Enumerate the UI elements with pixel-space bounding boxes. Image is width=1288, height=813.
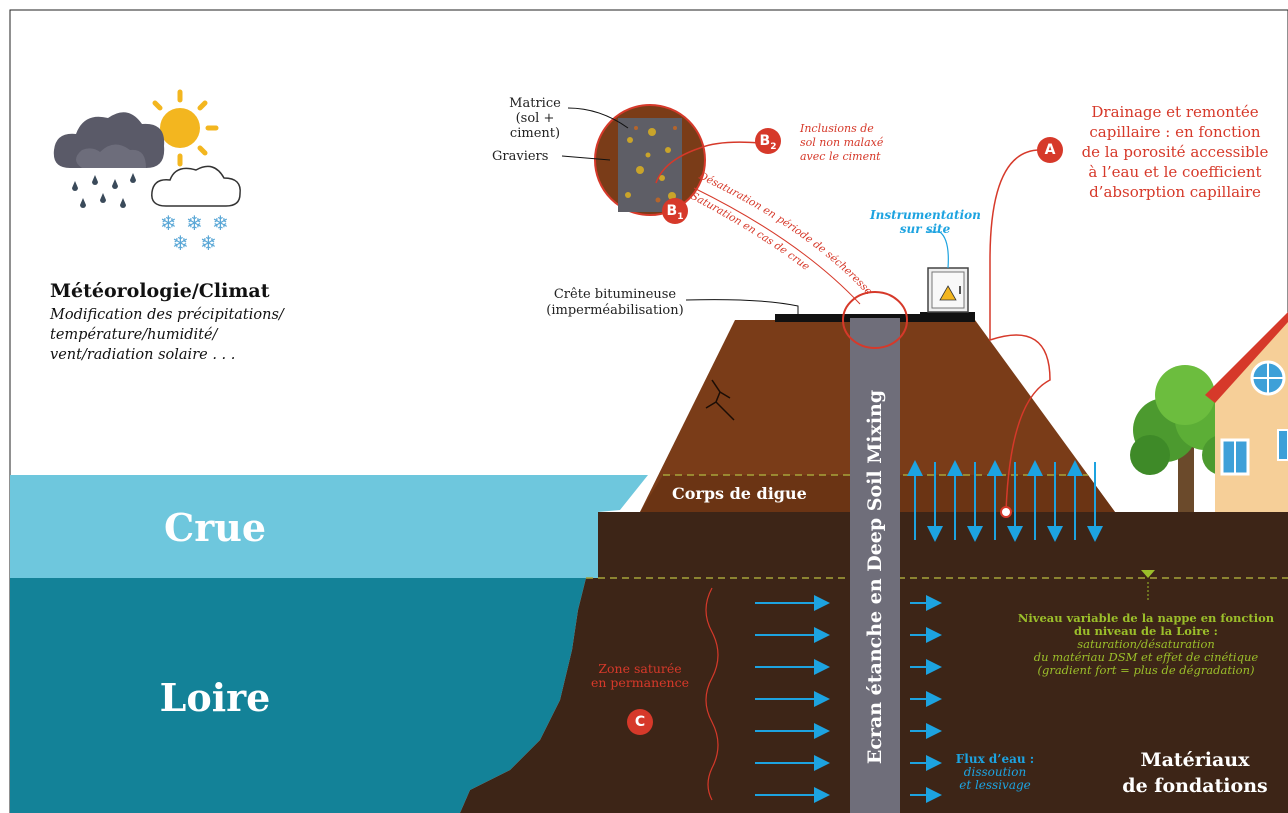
flow-detail-line1: dissoution: [963, 765, 1027, 779]
matrix-label: Matrice (sol + ciment): [490, 96, 580, 141]
c-marker: C: [627, 709, 653, 735]
snow-cloud-icon: ❄❄❄ ❄❄: [151, 165, 241, 255]
b2-marker: B2: [755, 128, 781, 154]
cutoff-wall-label: Ecran étanche en Deep Soil Mixing: [860, 352, 890, 802]
gravel-leader: [561, 155, 611, 161]
b2-text-line3: avec le ciment: [800, 150, 881, 163]
instrumentation-leader: [926, 231, 949, 269]
foundation-label: Matériaux de fondations: [1105, 747, 1285, 799]
flow-detail-line2: et lessivage: [959, 778, 1031, 792]
frame-border: [9, 9, 1288, 813]
svg-text:❄: ❄: [172, 231, 189, 255]
a-leader: [989, 149, 1051, 513]
b2-text-line1: Inclusions de: [800, 122, 874, 135]
weather-description: Modification des précipitations/ tempéra…: [50, 307, 284, 363]
crest-label-line1: Crête bitumineuse: [553, 287, 677, 302]
sample-magnifier: [594, 104, 706, 216]
c-text: Zone saturée en permanence: [585, 662, 695, 690]
b1-marker-letter: B: [666, 203, 678, 219]
a-text: Drainage et remontée capillaire : en fon…: [1081, 103, 1269, 201]
matrix-label-line1: Matrice: [509, 96, 561, 111]
sun-icon: [141, 89, 219, 167]
flow-title: Flux d’eau :: [955, 752, 1035, 766]
water-table-detail-line2: du matériau DSM et effet de cinétique: [1033, 650, 1259, 664]
crack-icon: [705, 379, 735, 421]
b2-text: Inclusions de sol non malaxé avec le cim…: [800, 122, 900, 164]
water-table-detail-line3: (gradient fort = plus de dégradation): [1037, 663, 1255, 677]
flow-arrows: [755, 595, 942, 803]
svg-text:❄: ❄: [200, 231, 217, 255]
cutoff-wall-label-text: Ecran étanche en Deep Soil Mixing: [864, 389, 886, 765]
b1-marker: B1: [662, 198, 688, 224]
saturated-zone-line: [705, 587, 719, 801]
b2-marker-letter: B: [759, 133, 771, 149]
matrix-leader: [567, 107, 629, 129]
capillary-arrows: [907, 460, 1103, 542]
c-text-line1: Zone saturée: [598, 661, 682, 676]
instrumentation-label-line2: sur site: [899, 222, 951, 236]
a-marker: A: [1037, 137, 1063, 163]
flood-label: Crue: [163, 505, 267, 550]
water-table-title-line1: Niveau variable de la nappe en fonction: [1017, 611, 1275, 625]
flow-text: Flux d’eau : dissoution et lessivage: [945, 753, 1045, 792]
c-text-line2: en permanence: [591, 675, 689, 690]
foundation-label-line2: de fondations: [1122, 775, 1268, 797]
svg-text:❄: ❄: [186, 211, 203, 235]
water-table-title-line2: du niveau de la Loire :: [1074, 624, 1218, 638]
svg-text:❄: ❄: [160, 211, 177, 235]
a-point-marker: [1000, 506, 1012, 518]
river-label: Loire: [159, 675, 271, 720]
cutoff-wall: [850, 318, 900, 813]
rain-cloud-icon: [53, 112, 165, 208]
curve-text-1: Désaturation en période de sécheresse: [696, 169, 875, 297]
b2-marker-sub: 2: [770, 141, 777, 152]
dike-body-label: Corps de digue: [672, 484, 807, 503]
instrumentation-label: Instrumentation sur site: [870, 208, 981, 236]
crest-label-line2: (imperméabilisation): [546, 303, 684, 318]
house-icon: [1205, 312, 1288, 512]
svg-text:❄: ❄: [212, 211, 229, 235]
water-table-marker-icon: [1141, 570, 1155, 600]
gravel-label: Graviers: [492, 149, 549, 164]
crest-leader: [685, 299, 799, 314]
water-table-text: Niveau variable de la nappe en fonction …: [1012, 612, 1280, 677]
b2-leader: [655, 141, 761, 184]
crest-label: Crête bitumineuse (imperméabilisation): [535, 287, 695, 319]
b2-text-line2: sol non malaxé: [800, 136, 884, 149]
weather-title: Météorologie/Climat: [50, 280, 270, 302]
instrumentation-label-line1: Instrumentation: [870, 208, 981, 222]
instrumentation-box-icon: [920, 267, 975, 320]
river-water: [10, 578, 586, 813]
matrix-label-line2: (sol + ciment): [509, 111, 561, 141]
b1-marker-sub: 1: [677, 211, 684, 222]
saturation-curve-line: [693, 187, 861, 305]
foundation-label-line1: Matériaux: [1140, 749, 1250, 771]
flood-water: [10, 475, 648, 578]
crest-highlight-circle: [842, 291, 908, 349]
water-table-detail-line1: saturation/désaturation: [1077, 637, 1215, 651]
